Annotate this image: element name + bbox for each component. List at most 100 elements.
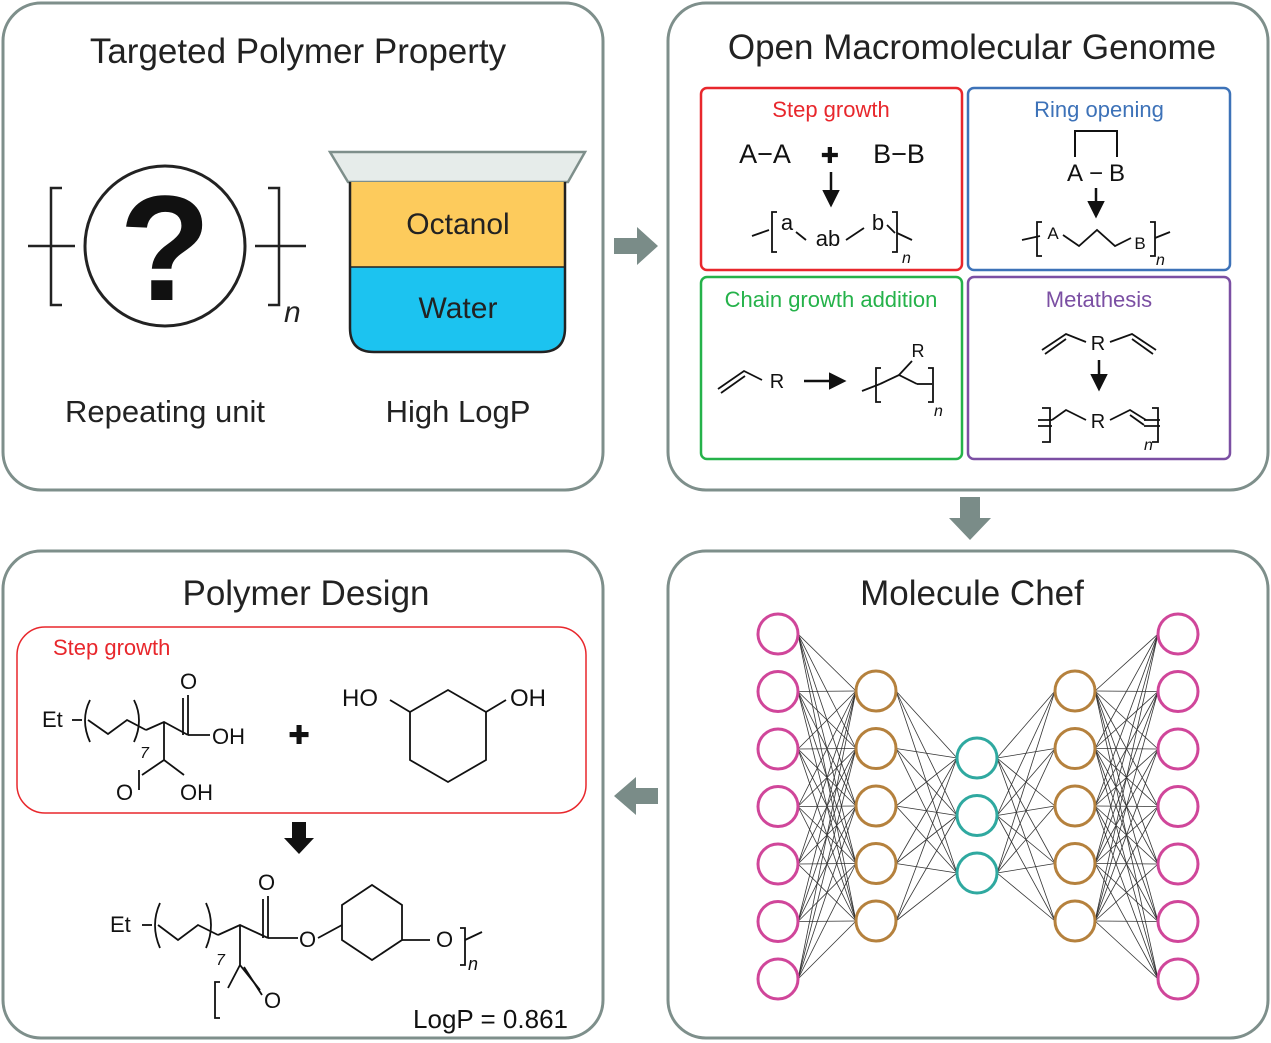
design-plus: ✚ — [288, 720, 310, 750]
step-ab: ab — [816, 226, 840, 251]
step-b: b — [872, 210, 884, 235]
network-node — [854, 899, 898, 943]
chain-growth-box: Chain growth addition R R n — [699, 275, 964, 461]
network-edge — [797, 633, 857, 692]
chain-R1: R — [770, 371, 784, 393]
network-node — [756, 957, 800, 1001]
ring-B: B — [1109, 160, 1125, 187]
design-oh3: OH — [510, 685, 546, 712]
metathesis-R1: R — [1091, 333, 1105, 355]
network-node — [955, 851, 999, 895]
network-edge — [1094, 863, 1159, 922]
design-oh1: OH — [212, 724, 245, 749]
network-node — [1156, 612, 1200, 656]
network-edge — [797, 920, 857, 980]
network-edge — [797, 863, 857, 980]
arrow-down — [949, 497, 991, 540]
network-node — [854, 727, 898, 770]
network-edge — [1094, 633, 1159, 692]
network-edge — [797, 690, 857, 807]
arrow-right — [614, 227, 658, 265]
network-node — [756, 900, 800, 943]
step-growth-box: Step growth A−A ✚ B−B a ab b n — [699, 86, 964, 272]
design-o2: O — [116, 780, 133, 805]
network-node — [1156, 727, 1200, 771]
genome-title: Open Macromolecular Genome — [728, 28, 1216, 67]
network-node — [854, 784, 898, 828]
network-edge — [797, 690, 857, 750]
design-seven1: 7 — [140, 745, 150, 762]
network-node — [756, 612, 800, 656]
ring-prod-B: B — [1134, 234, 1145, 253]
network-edge — [1094, 633, 1159, 864]
network-edge — [996, 872, 1056, 922]
network-node — [1156, 670, 1200, 713]
ring-opening-box: Ring opening A − B A B n — [966, 86, 1232, 272]
beaker — [327, 150, 588, 354]
chain-R2: R — [912, 341, 925, 361]
network-node — [1156, 842, 1200, 886]
network-node — [756, 727, 800, 771]
network-nodes — [756, 612, 1200, 1001]
step-lhs1: A−A — [739, 139, 791, 169]
design-title: Polymer Design — [182, 574, 429, 613]
network-node — [756, 785, 800, 828]
network-node — [1156, 957, 1200, 1001]
design-step-growth-label: Step growth — [53, 635, 170, 660]
chef-title: Molecule Chef — [860, 574, 1084, 613]
network-node — [1156, 900, 1200, 943]
arrow-left — [614, 777, 658, 815]
high-logp-label: High LogP — [386, 394, 531, 429]
design-et1: Et — [42, 707, 63, 732]
metathesis-title: Metathesis — [1046, 287, 1152, 312]
network-node — [955, 736, 999, 780]
network-edge — [895, 748, 958, 759]
flow-arrows — [614, 227, 991, 815]
network-edge — [1094, 633, 1159, 922]
subscript-n: n — [284, 296, 301, 329]
network-node — [1053, 669, 1097, 713]
design-o4: O — [299, 927, 316, 952]
network-edge — [895, 815, 958, 922]
step-n: n — [902, 250, 911, 267]
network-edge — [1094, 633, 1159, 749]
step-a: a — [781, 210, 794, 235]
network-node — [1053, 727, 1097, 770]
network-edge — [797, 805, 857, 980]
property-title: Targeted Polymer Property — [90, 32, 507, 71]
network-edge — [1094, 920, 1159, 980]
metathesis-box: Metathesis R R n — [966, 275, 1232, 461]
design-panel: Polymer Design Step growth Et 7 O OH O O… — [1, 549, 605, 1040]
water-layer — [350, 267, 565, 352]
genome-panel: Open Macromolecular Genome Step growth A… — [666, 1, 1270, 492]
design-et2: Et — [110, 912, 131, 937]
network-edge — [797, 690, 857, 865]
step-plus: ✚ — [821, 143, 839, 168]
chain-growth-title: Chain growth addition — [725, 287, 938, 312]
repeating-unit-label: Repeating unit — [65, 394, 265, 429]
network-node — [1053, 784, 1097, 828]
network-edge — [1094, 748, 1159, 922]
repeating-unit — [28, 164, 306, 328]
network-edge — [996, 690, 1056, 874]
water-label: Water — [419, 292, 498, 325]
network-node — [756, 670, 800, 713]
network-edge — [996, 863, 1056, 874]
network-edge — [895, 690, 958, 759]
design-o3: O — [258, 870, 275, 895]
network-edge — [895, 757, 958, 807]
ring-prod-A: A — [1047, 224, 1059, 243]
design-oh2: OH — [180, 780, 213, 805]
network-edge — [1094, 691, 1159, 922]
question-mark: ? — [119, 164, 211, 332]
metathesis-n: n — [1144, 437, 1153, 454]
property-panel: Targeted Polymer Property ? n Octanol Wa… — [1, 1, 605, 492]
network-edge — [1094, 633, 1159, 807]
network-edge — [797, 690, 857, 980]
network-edge — [1094, 806, 1159, 922]
ring-opening-title: Ring opening — [1034, 97, 1164, 122]
network-edge — [996, 748, 1056, 874]
network-node — [756, 842, 800, 886]
network-edge — [895, 757, 958, 864]
design-step-growth-box — [16, 626, 587, 814]
